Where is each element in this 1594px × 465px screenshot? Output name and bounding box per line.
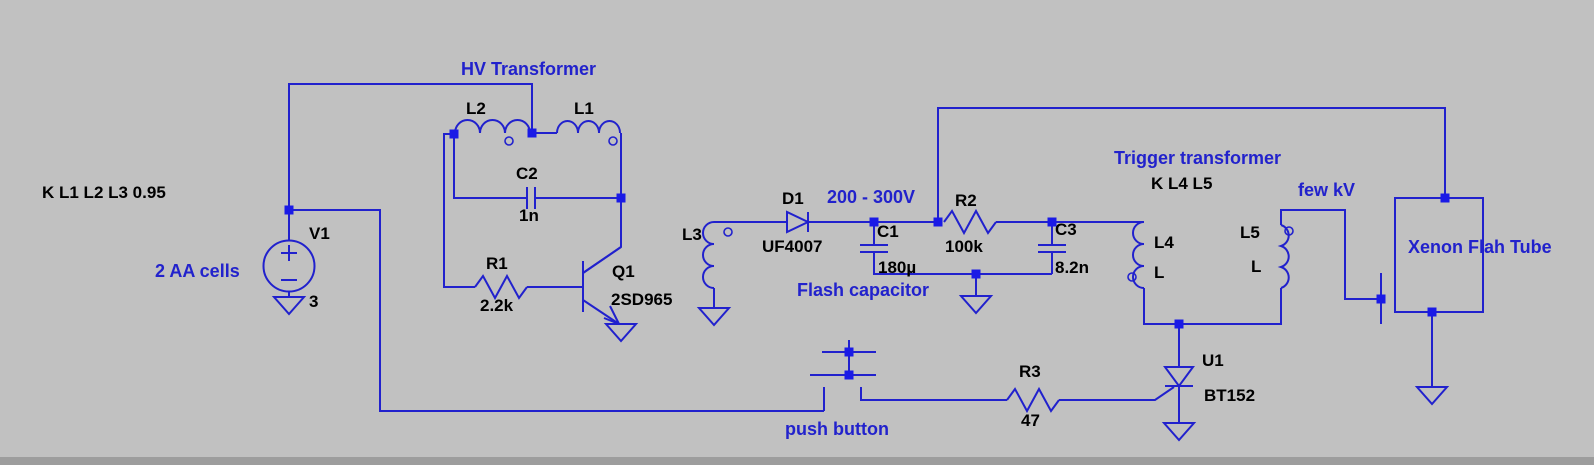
v1-name-label[interactable]: V1	[309, 224, 330, 243]
c1-name-label[interactable]: C1	[877, 222, 899, 241]
q1-value-label[interactable]: 2SD965	[611, 290, 673, 309]
l2-inductor-symbol[interactable]	[454, 119, 531, 146]
u1-value-label[interactable]: BT152	[1204, 386, 1256, 405]
c1-capacitor-symbol[interactable]	[860, 244, 888, 253]
xenon-flash-tube-symbol[interactable]	[1380, 197, 1484, 324]
comment-hv-transformer[interactable]: HV Transformer	[461, 59, 597, 79]
l5-name-label[interactable]: L5	[1240, 223, 1260, 242]
u1-name-label[interactable]: U1	[1202, 351, 1224, 370]
ground-icon[interactable]	[696, 307, 732, 327]
q1-transistor-symbol[interactable]	[582, 246, 622, 325]
r2-value-label[interactable]: 100k	[945, 237, 983, 256]
comment-push-button[interactable]: push button	[785, 419, 889, 439]
l3-name-label[interactable]: L3	[682, 225, 702, 244]
l1-name-label[interactable]: L1	[574, 99, 594, 118]
l5-value-label[interactable]: L	[1251, 257, 1262, 276]
r2-resistor-symbol[interactable]	[943, 208, 997, 236]
l3-inductor-symbol[interactable]	[702, 221, 733, 289]
ground-icon[interactable]	[271, 296, 307, 316]
l4-inductor-symbol[interactable]	[1127, 221, 1145, 289]
l4-name-label[interactable]: L4	[1154, 233, 1174, 252]
r3-resistor-symbol[interactable]	[1006, 386, 1060, 414]
v1-value-label[interactable]: 3	[309, 292, 319, 311]
comment-trigger-transformer[interactable]: Trigger transformer	[1114, 148, 1282, 168]
junction-dots	[284, 128, 1450, 380]
c2-value-label[interactable]: 1n	[519, 206, 539, 225]
v1-voltage-source-symbol[interactable]	[262, 210, 316, 297]
ground-icon[interactable]	[958, 295, 994, 315]
c3-value-label[interactable]: 8.2n	[1055, 258, 1090, 277]
c3-name-label[interactable]: C3	[1055, 220, 1077, 239]
c2-capacitor-symbol[interactable]	[526, 187, 536, 209]
r2-name-label[interactable]: R2	[955, 191, 977, 210]
window-bottom-edge	[0, 457, 1594, 465]
comment-xenon-tube[interactable]: Xenon Flah Tube	[1408, 237, 1552, 257]
c1-value-label[interactable]: 180µ	[878, 258, 917, 277]
ground-icon[interactable]	[1161, 422, 1197, 442]
r3-value-label[interactable]: 47	[1021, 411, 1040, 430]
spice-directive-coupling-trigger[interactable]: K L4 L5	[1151, 174, 1213, 193]
q1-name-label[interactable]: Q1	[612, 262, 635, 281]
r1-value-label[interactable]: 2.2k	[480, 296, 514, 315]
ground-icon[interactable]	[603, 323, 639, 343]
c2-name-label[interactable]: C2	[516, 164, 538, 183]
c3-capacitor-symbol[interactable]	[1038, 244, 1066, 253]
comment-aa-cells[interactable]: 2 AA cells	[155, 261, 240, 281]
r1-resistor-symbol[interactable]	[474, 273, 528, 301]
l1-inductor-symbol[interactable]	[556, 120, 621, 146]
l4-value-label[interactable]: L	[1154, 263, 1165, 282]
d1-diode-symbol[interactable]	[786, 210, 811, 234]
u1-thyristor-symbol[interactable]	[1163, 366, 1195, 388]
ground-icon[interactable]	[1414, 386, 1450, 406]
r3-name-label[interactable]: R3	[1019, 362, 1041, 381]
d1-name-label[interactable]: D1	[782, 189, 804, 208]
comment-few-kv[interactable]: few kV	[1298, 180, 1356, 200]
comment-flash-capacitor[interactable]: Flash capacitor	[797, 280, 930, 300]
d1-value-label[interactable]: UF4007	[762, 237, 823, 256]
spice-directive-coupling-hv[interactable]: K L1 L2 L3 0.95	[42, 183, 166, 202]
r1-name-label[interactable]: R1	[486, 254, 508, 273]
push-button-symbol[interactable]	[810, 340, 876, 376]
comment-voltage-range[interactable]: 200 - 300V	[827, 187, 916, 207]
wire-net[interactable]	[288, 83, 1446, 423]
l5-inductor-symbol[interactable]	[1277, 224, 1294, 289]
l2-name-label[interactable]: L2	[466, 99, 486, 118]
